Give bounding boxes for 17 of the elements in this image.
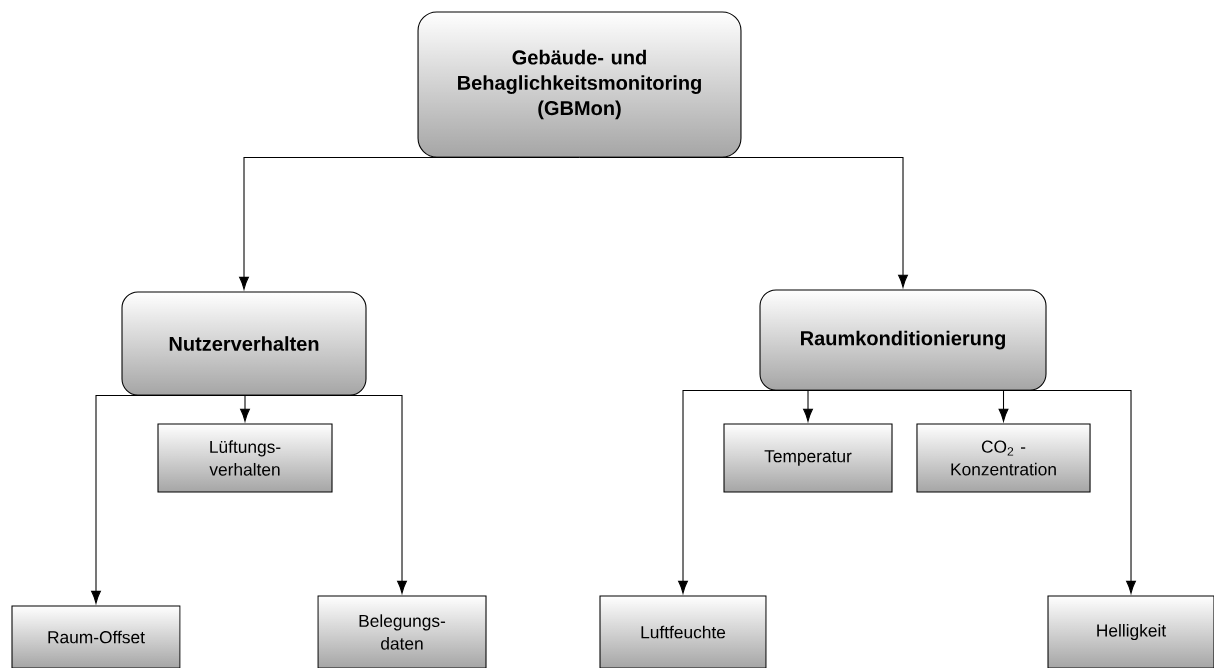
item-box: Helligkeit — [1047, 595, 1214, 668]
category-box: Raumkonditionierung — [759, 289, 1047, 391]
item-box: Lüftungs- verhalten — [157, 423, 333, 493]
connector-arrow — [239, 157, 581, 290]
item-box: Temperatur — [723, 423, 893, 493]
connector-arrow — [902, 390, 1136, 594]
connector-arrow — [91, 394, 245, 604]
connector-arrow — [240, 394, 250, 422]
item-box: CO$_{2}$ - Konzentration — [916, 423, 1091, 493]
item-box: Raum-Offset — [11, 605, 181, 668]
item-box: Luftfeuchte — [599, 595, 767, 668]
item-box: Belegungs- daten — [317, 595, 487, 668]
connector-arrow — [678, 390, 904, 594]
connector-arrow — [578, 157, 908, 288]
root-box: Gebäude- und Behaglichkeitsmonitoring (GBMon) — [417, 11, 742, 158]
connector-arrow — [243, 394, 407, 594]
category-box: Nutzerverhalten — [121, 291, 367, 396]
